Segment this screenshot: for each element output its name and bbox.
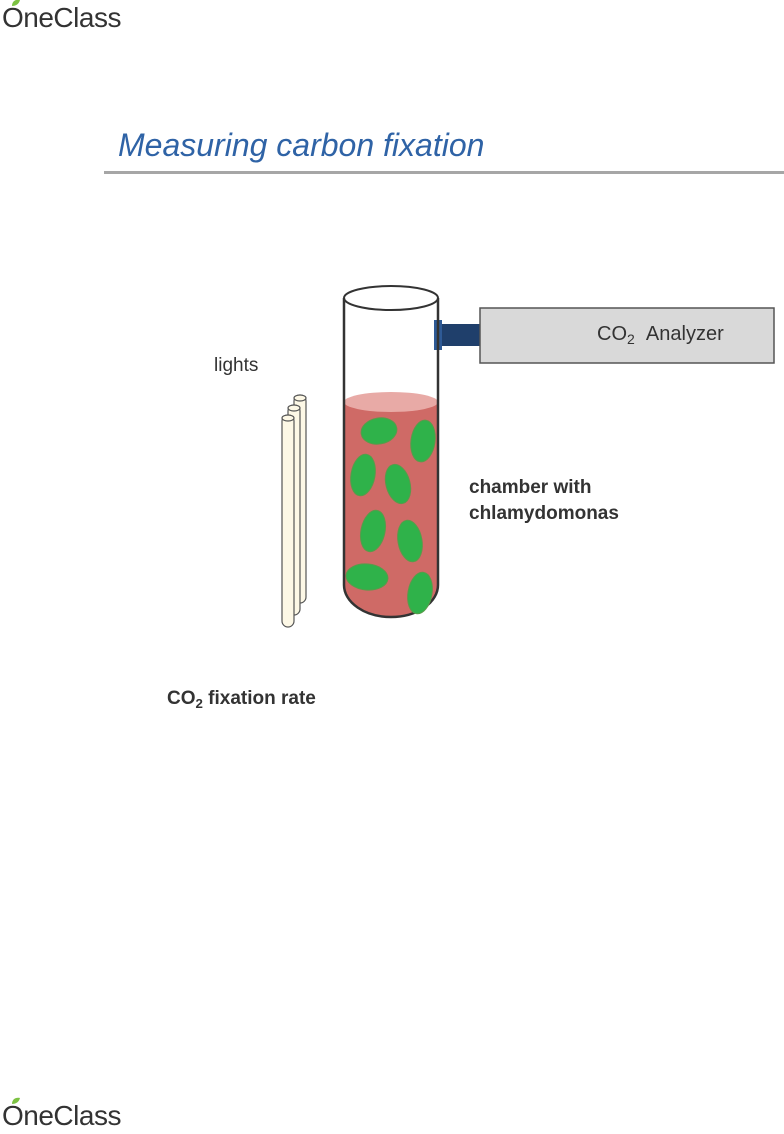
- chamber-label: chamber with chlamydomonas: [469, 475, 619, 527]
- light-tube-front: [282, 415, 294, 627]
- chamber-label-line1: chamber with: [469, 475, 619, 501]
- co2-fixation-rate-label: CO2 fixation rate: [167, 688, 316, 711]
- analyzer-connector: [437, 324, 483, 346]
- rate-subscript: 2: [196, 696, 203, 711]
- rate-suffix-text: fixation rate: [203, 688, 316, 709]
- liquid-surface: [344, 392, 438, 412]
- light-tube-back-cap: [294, 395, 306, 401]
- co2-analyzer-label: CO2 Analyzer: [597, 323, 724, 347]
- logo-o-mark: O: [2, 1100, 23, 1132]
- light-tubes: [282, 395, 306, 627]
- logo-rest-text: neClass: [23, 1100, 121, 1132]
- lights-label: lights: [214, 355, 258, 377]
- light-tube-front-cap: [282, 415, 294, 421]
- analyzer-co-text: CO: [597, 323, 627, 345]
- leaf-icon: [11, 1097, 21, 1105]
- tube-opening: [344, 286, 438, 310]
- oneclass-logo-bottom: O neClass: [2, 1100, 121, 1132]
- light-tube-middle-cap: [288, 405, 300, 411]
- analyzer-suffix-text: Analyzer: [646, 323, 724, 345]
- chamber-label-line2: chlamydomonas: [469, 501, 619, 527]
- chamber-tube: [344, 286, 438, 617]
- rate-co-text: CO: [167, 688, 196, 709]
- analyzer-subscript: 2: [627, 331, 635, 347]
